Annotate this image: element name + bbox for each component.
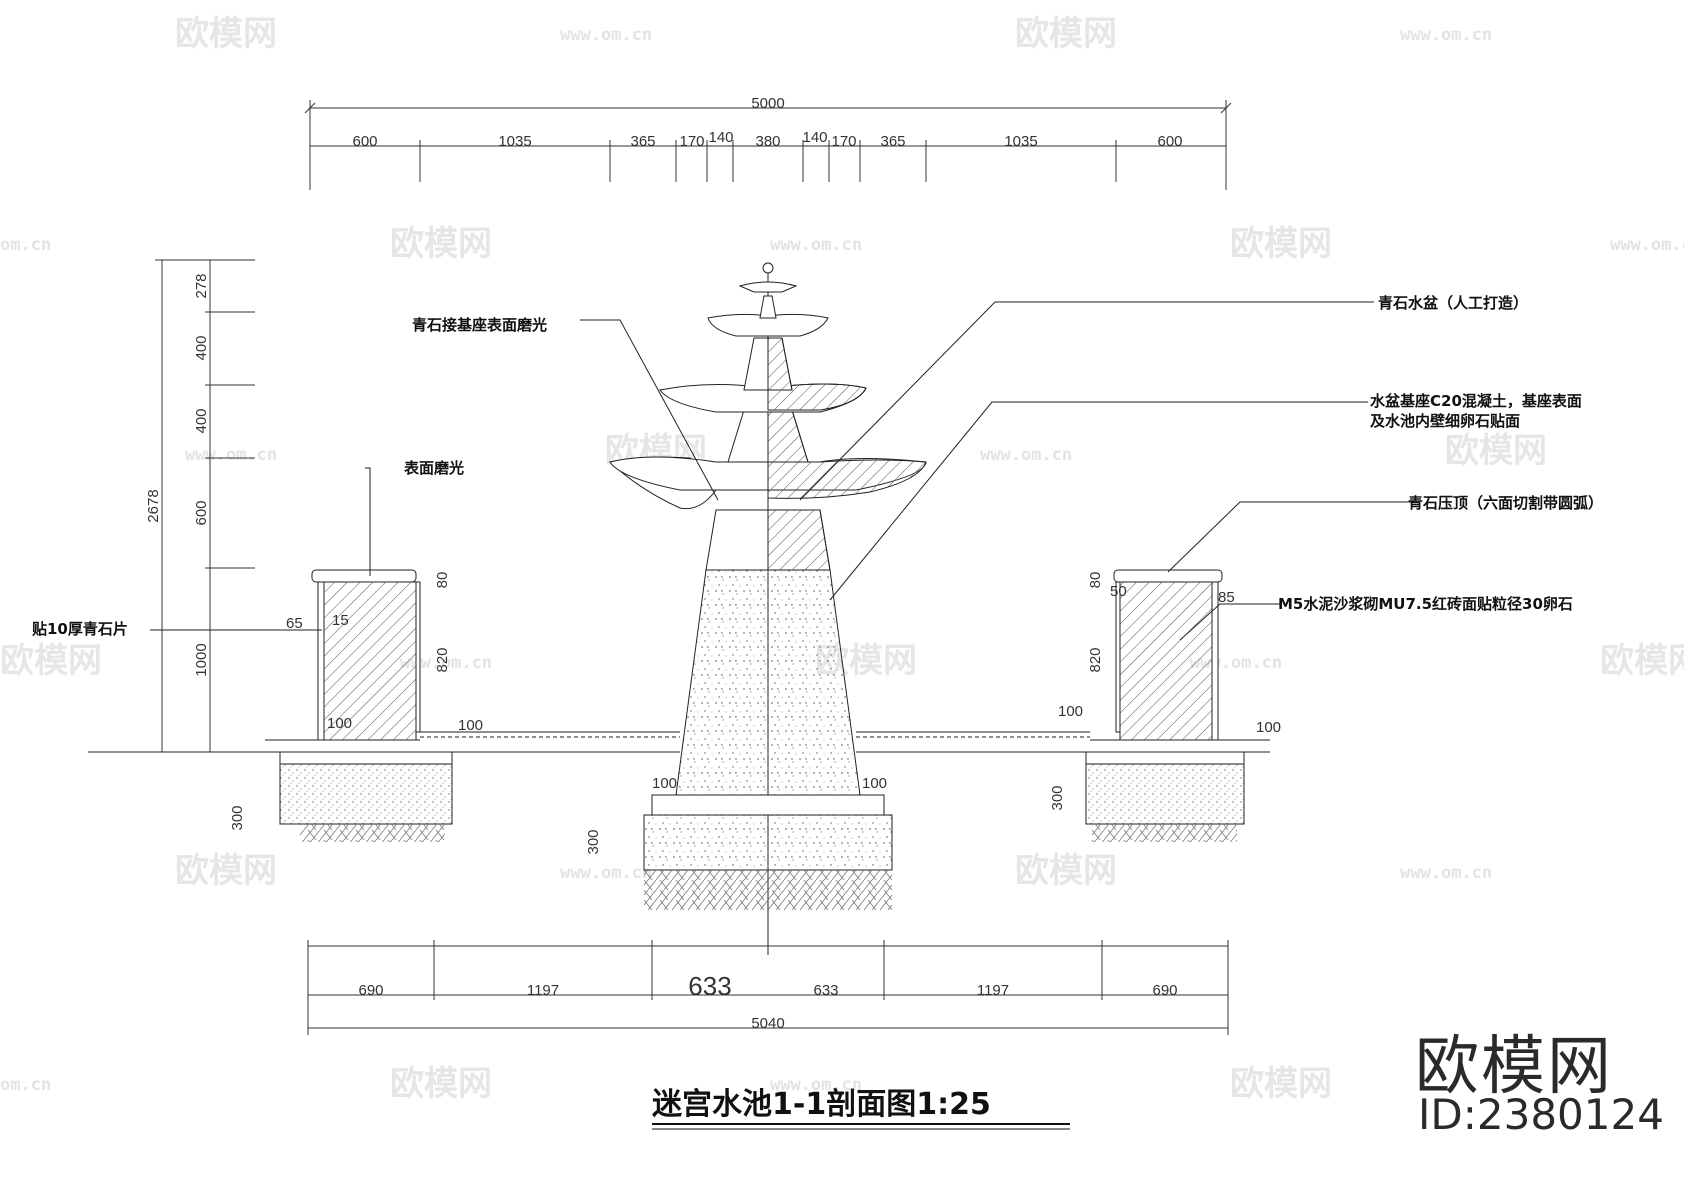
- top-dimensions: [304, 100, 1232, 190]
- dim-bottom-seg: 633: [813, 982, 838, 999]
- dim-100: 100: [652, 775, 677, 792]
- left-wall: [279, 569, 453, 842]
- watermark: 欧模网: [175, 851, 277, 891]
- annotations: 青石水盆（人工打造） 青石接基座表面磨光 水盆基座C20混凝土，基座表面 及水池…: [32, 294, 1603, 638]
- watermark: 欧模网: [390, 1064, 492, 1104]
- dim-50: 50: [1110, 583, 1127, 600]
- label-surface-polished: 表面磨光: [404, 459, 464, 477]
- dim-top-seg: 1035: [498, 133, 531, 150]
- dim-top-total: 5000: [751, 95, 784, 112]
- left-dimension-labels: 2678 278 400 400 600 1000: [145, 273, 210, 676]
- dim-left-seg: 1000: [193, 643, 210, 676]
- dim-bottom-seg: 690: [1152, 982, 1177, 999]
- dim-left-seg: 278: [193, 273, 210, 298]
- dim-80: 80: [434, 572, 451, 589]
- dim-bottom-total: 5040: [751, 1015, 784, 1032]
- watermark: 欧模网: [0, 641, 102, 681]
- watermark-url: www.om.cn: [1400, 863, 1492, 883]
- dim-top-seg: 600: [1157, 133, 1182, 150]
- top-dimension-labels: 5000 600 1035 365 170 140 380 140 170 36…: [352, 95, 1182, 150]
- watermark-url: om.cn: [0, 1075, 51, 1095]
- dim-820: 820: [434, 647, 451, 672]
- label-basin-base-line1: 水盆基座C20混凝土，基座表面: [1370, 392, 1582, 410]
- label-basin-stone: 青石水盆（人工打造）: [1378, 294, 1528, 312]
- watermark-url: www.om.cn: [560, 25, 652, 45]
- dim-100: 100: [1256, 719, 1281, 736]
- watermark-url: www.om.cn: [185, 445, 277, 465]
- brand-logo: 欧模网: [1415, 1030, 1613, 1104]
- right-wall: [1085, 569, 1245, 842]
- dim-top-seg: 170: [679, 133, 704, 150]
- watermark: 欧模网: [1600, 641, 1684, 681]
- dim-top-seg: 365: [880, 133, 905, 150]
- watermark-url: www.om.cn: [1400, 25, 1492, 45]
- watermark: 欧模网: [1015, 851, 1117, 891]
- dim-85: 85: [1218, 589, 1235, 606]
- leader-lines: [150, 301, 1414, 641]
- dim-top-seg: 365: [630, 133, 655, 150]
- dim-100: 100: [1058, 703, 1083, 720]
- dim-bottom-seg: 633: [688, 971, 731, 1001]
- top-ticks: [419, 140, 1117, 182]
- dim-300: 300: [1049, 785, 1066, 810]
- dim-300: 300: [585, 829, 602, 854]
- dim-300: 300: [229, 805, 246, 830]
- watermarks: 欧模网 www.om.cn 欧模网 www.om.cn om.cn 欧模网 ww…: [0, 14, 1684, 1104]
- dim-top-seg: 600: [352, 133, 377, 150]
- dim-top-seg: 140: [802, 129, 827, 146]
- dim-left-seg: 400: [193, 335, 210, 360]
- fountain: [608, 262, 927, 910]
- watermark-url: www.om.cn: [560, 863, 652, 883]
- watermark: 欧模网: [1015, 14, 1117, 54]
- label-brick-wall: M5水泥沙浆砌MU7.5红砖面贴粒径30卵石: [1278, 595, 1573, 613]
- dim-820: 820: [1087, 647, 1104, 672]
- watermark-url: www.om.cn: [770, 1075, 862, 1095]
- label-coping: 青石压顶（六面切割带圆弧）: [1408, 494, 1603, 512]
- dim-bottom-seg: 690: [358, 982, 383, 999]
- dim-top-seg: 140: [708, 129, 733, 146]
- watermark: 欧模网: [1230, 1064, 1332, 1104]
- watermark-url: www.om.cn: [770, 235, 862, 255]
- title-text: 迷宫水池1-1剖面图1:25: [652, 1087, 991, 1122]
- dim-left-total: 2678: [145, 489, 162, 522]
- dim-top-seg: 380: [755, 133, 780, 150]
- watermark: 欧模网: [175, 14, 277, 54]
- watermark-url: om.cn: [0, 235, 51, 255]
- dim-top-seg: 170: [831, 133, 856, 150]
- watermark: 欧模网: [1230, 224, 1332, 264]
- watermark-url: www.om.cn: [980, 445, 1072, 465]
- bottom-dimensions: [307, 940, 1229, 1035]
- brand-id: ID:2380124: [1418, 1090, 1664, 1139]
- dim-bottom-seg: 1197: [977, 982, 1009, 999]
- watermark: 欧模网: [390, 224, 492, 264]
- dim-bottom-seg: 1197: [527, 982, 559, 999]
- drawing-title: 迷宫水池1-1剖面图1:25: [652, 1087, 1070, 1130]
- watermark-url: www.om.cn: [1610, 235, 1684, 255]
- dim-left-seg: 600: [193, 500, 210, 525]
- left-dimensions: [155, 259, 255, 753]
- label-basin-base-line2: 及水池内壁细卵石贴面: [1370, 412, 1520, 430]
- dim-15: 15: [332, 612, 349, 629]
- wall-small-dimensions: 65 15 100 100 100 100 50 85 80 820 80 82…: [229, 572, 1281, 855]
- dim-100: 100: [327, 715, 352, 732]
- watermark-url: www.om.cn: [400, 653, 492, 673]
- dim-80: 80: [1087, 572, 1104, 589]
- label-stone-sheet: 贴10厚青石片: [32, 620, 128, 638]
- dim-100: 100: [458, 717, 483, 734]
- label-base-polished: 青石接基座表面磨光: [412, 316, 547, 334]
- bottom-dimension-labels: 690 1197 633 633 1197 690 5040: [358, 971, 1177, 1032]
- dim-left-seg: 400: [193, 408, 210, 433]
- pool-floor: [88, 731, 1270, 753]
- dim-100: 100: [862, 775, 887, 792]
- dim-65: 65: [286, 615, 303, 632]
- watermark: 欧模网: [1445, 431, 1547, 471]
- dim-top-seg: 1035: [1004, 133, 1037, 150]
